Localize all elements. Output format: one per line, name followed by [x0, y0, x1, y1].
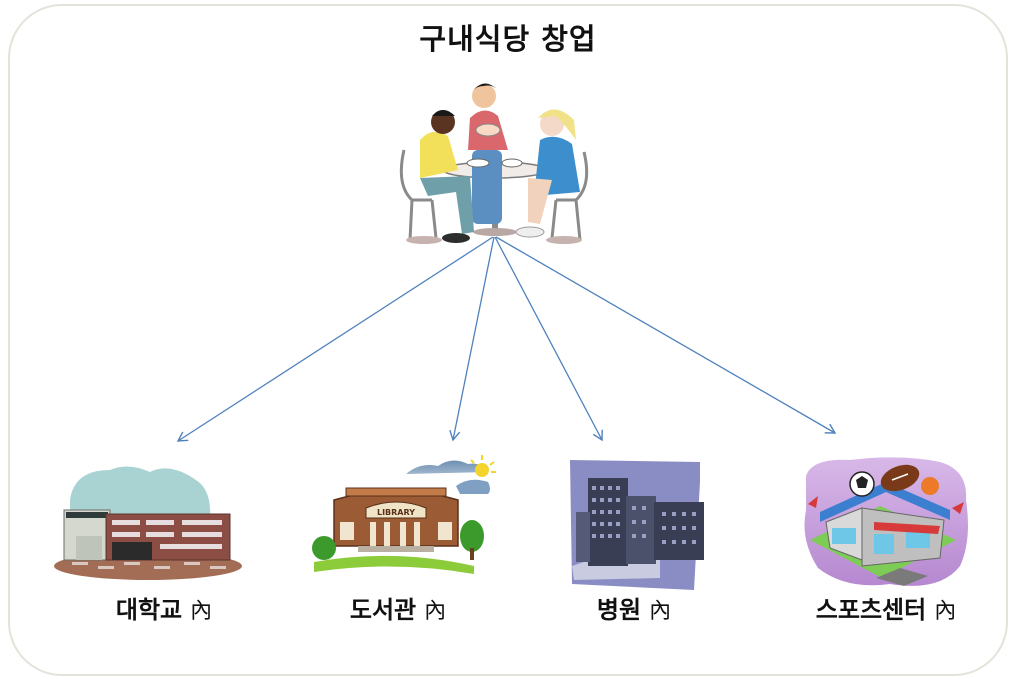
- connector-arrows: [176, 236, 837, 442]
- sports-center-label: 스포츠센터 內: [816, 590, 956, 625]
- people-dining-icon: [399, 83, 589, 244]
- sports-center-label-suffix: 內: [934, 599, 957, 624]
- university-label-text: 대학교: [115, 596, 183, 624]
- svg-text:LIBRARY: LIBRARY: [377, 508, 415, 517]
- university-label-suffix: 內: [190, 599, 213, 624]
- arrow-to-university: [176, 236, 494, 442]
- library-building-icon: LIBRARY: [312, 455, 496, 574]
- diagram-title: 구내식당 창업: [419, 22, 597, 56]
- library-label: 도서관 內: [350, 590, 446, 625]
- hospital-building-icon: [570, 460, 704, 590]
- hospital-label-suffix: 內: [649, 599, 672, 624]
- library-label-text: 도서관: [349, 596, 417, 624]
- sports-center-icon: [804, 457, 968, 586]
- arrow-to-hospital: [494, 236, 603, 442]
- hospital-label: 병원 內: [597, 590, 671, 625]
- university-building-icon: [54, 466, 242, 580]
- arrow-to-sports-center: [495, 236, 837, 434]
- library-label-suffix: 內: [424, 599, 447, 624]
- university-label: 대학교 內: [116, 590, 212, 625]
- hospital-label-text: 병원: [596, 596, 642, 624]
- arrow-to-library: [449, 236, 495, 442]
- sports-center-label-text: 스포츠센터: [815, 596, 927, 624]
